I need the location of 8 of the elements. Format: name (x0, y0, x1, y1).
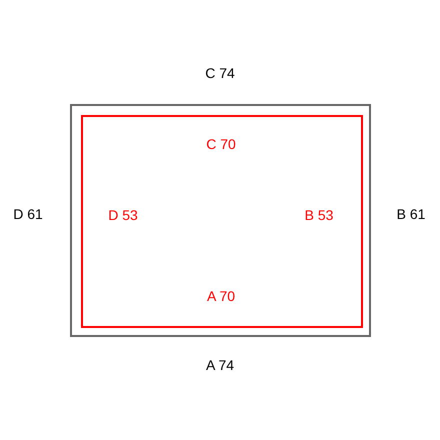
side-label: B 53 (304, 207, 334, 223)
side-label: D 61 (13, 206, 43, 222)
side-label: D 53 (108, 207, 138, 223)
side-label: A 70 (206, 288, 236, 304)
side-label: C 70 (206, 136, 236, 152)
side-label: B 61 (396, 206, 426, 222)
side-label: A 74 (206, 357, 234, 373)
side-label: C 74 (205, 65, 235, 81)
